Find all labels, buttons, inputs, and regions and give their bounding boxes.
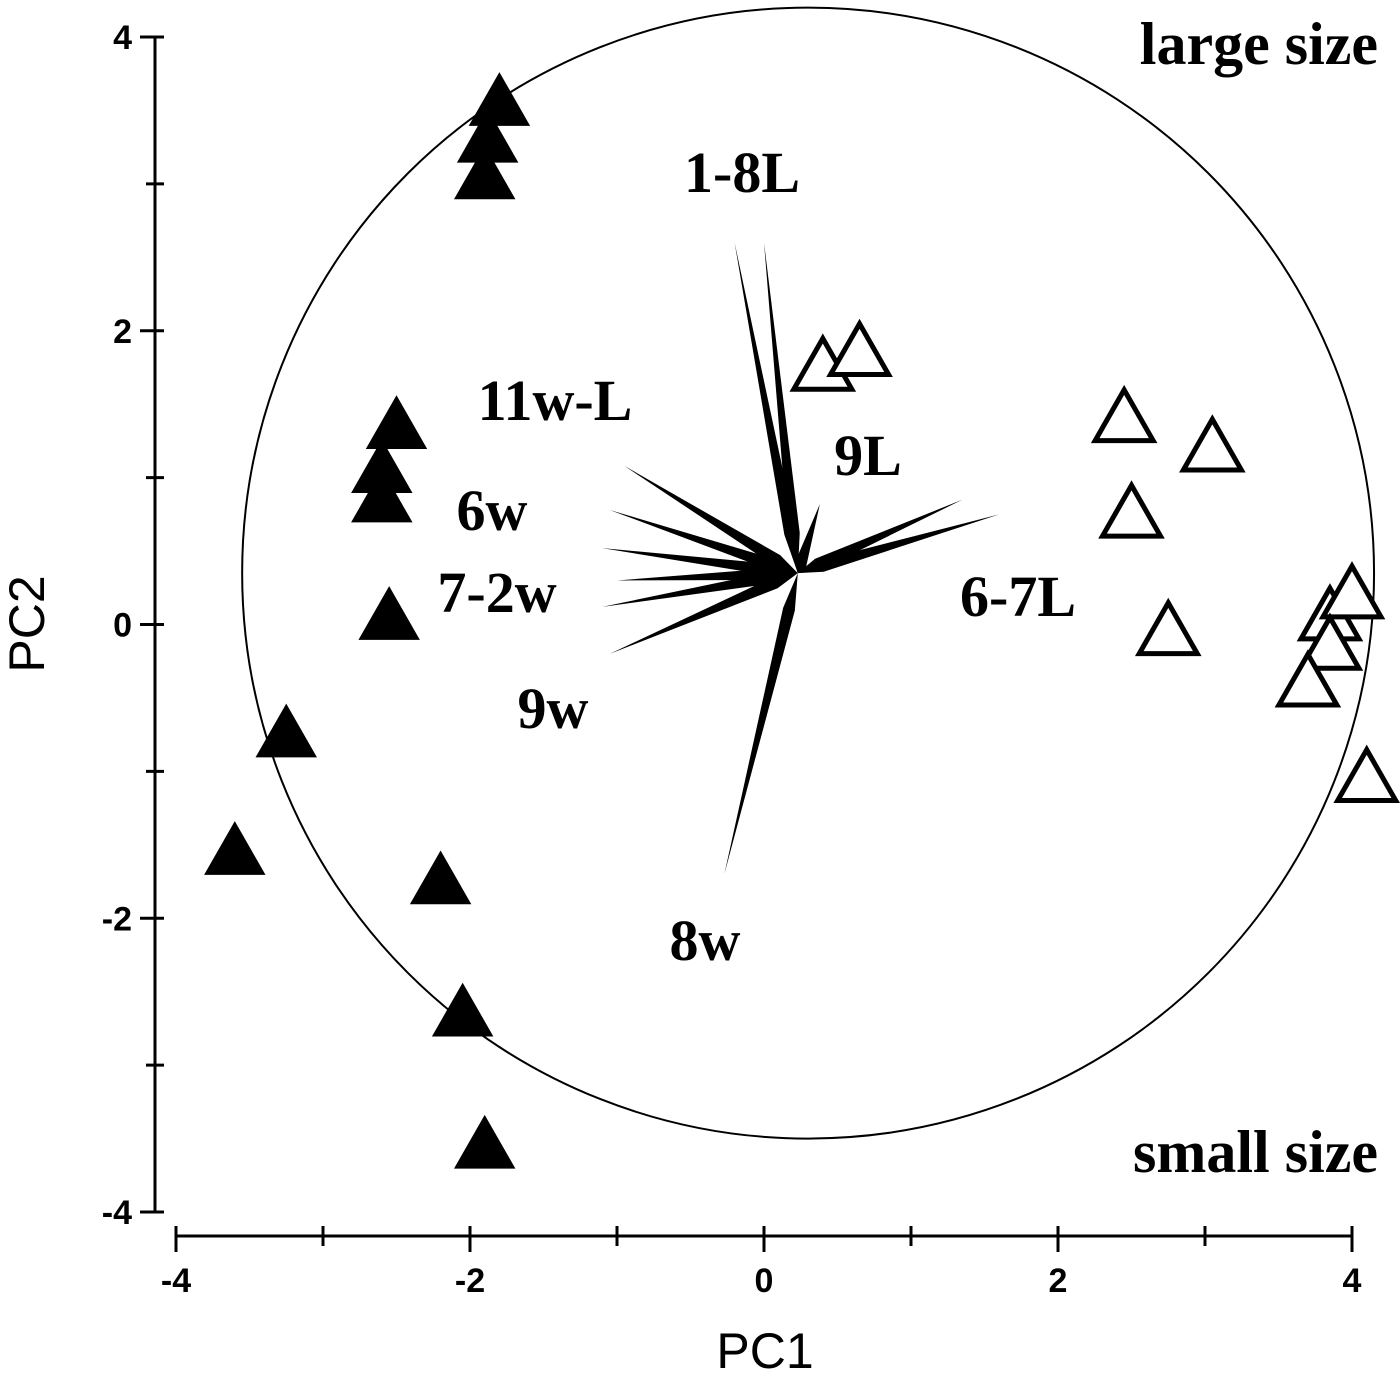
open-triangle-point xyxy=(1134,597,1202,657)
open-triangle-point xyxy=(1333,744,1400,803)
loading-label: 1-8L xyxy=(684,140,800,205)
loading-label: 8w xyxy=(670,908,741,973)
loading-label: 11w-L xyxy=(478,368,633,433)
loading-vector-4-0 xyxy=(609,573,798,654)
confidence-circle-layer xyxy=(241,6,1376,1140)
loading-label: 6w xyxy=(457,478,528,543)
correlation-circle xyxy=(241,6,1376,1140)
filled-triangle-point xyxy=(365,395,428,449)
small-size-label: small size xyxy=(1133,1119,1378,1185)
open-triangle-point xyxy=(826,318,893,378)
filled-triangle-point xyxy=(351,468,413,523)
y-tick-label: 2 xyxy=(113,313,132,351)
loading-vector-6-1 xyxy=(797,514,1000,574)
x-tick-label: -4 xyxy=(161,1262,191,1300)
loading-vectors-layer: 1-8L 11w-L 6w 7-2w 9w 9L 6-7L 8w xyxy=(437,140,1076,973)
open-triangle-point xyxy=(1179,414,1246,473)
loading-label: 9w xyxy=(518,676,589,741)
filled-triangle-point xyxy=(453,145,516,200)
y-tick-label: -2 xyxy=(102,900,132,938)
loading-vector-7-0 xyxy=(724,573,798,875)
y-tick-label: 0 xyxy=(113,607,132,645)
filled-triangle-point xyxy=(468,72,531,126)
loading-vector-5-0 xyxy=(794,504,820,574)
loading-vector-1-0 xyxy=(624,465,798,574)
filled-triangle-point xyxy=(453,1114,516,1169)
y-axis-title: PC2 xyxy=(0,575,55,672)
open-triangle-point xyxy=(1090,384,1158,444)
x-tick-label: -2 xyxy=(455,1262,485,1300)
loading-vector-3-2 xyxy=(602,571,798,607)
loading-label: 9L xyxy=(834,423,902,488)
x-tick-label: 2 xyxy=(1049,1262,1068,1300)
loading-vector-6-0 xyxy=(797,499,963,574)
filled-triangle-point xyxy=(409,850,472,905)
y-tick-label: 4 xyxy=(113,19,132,57)
loading-label: 7-2w xyxy=(437,560,556,625)
open-triangle-point xyxy=(1274,649,1342,708)
loading-vector-0-0 xyxy=(734,242,798,574)
loading-label: 6-7L xyxy=(960,564,1076,629)
loading-vector-0-1 xyxy=(764,242,800,574)
loading-vector-3-0 xyxy=(602,548,798,577)
large-size-label: large size xyxy=(1140,11,1378,77)
filled-triangle-point xyxy=(358,586,420,640)
loading-vector-2-0 xyxy=(609,509,798,574)
open-triangle-point xyxy=(1296,612,1364,671)
data-points-layer xyxy=(204,72,1400,1169)
filled-triangle-point xyxy=(431,982,494,1037)
filled-triangle-point xyxy=(204,821,266,875)
y-tick-label: -4 xyxy=(102,1194,132,1232)
axes-layer: -4 -2 0 2 4 -4 -2 0 2 4 xyxy=(102,19,1362,1300)
x-tick-label: 0 xyxy=(755,1262,774,1300)
filled-triangle-point xyxy=(255,703,317,758)
open-triangle-point xyxy=(1318,561,1386,620)
x-axis-title: PC1 xyxy=(716,1323,813,1379)
open-triangle-point xyxy=(1098,480,1165,539)
x-tick-label: 4 xyxy=(1343,1262,1362,1300)
